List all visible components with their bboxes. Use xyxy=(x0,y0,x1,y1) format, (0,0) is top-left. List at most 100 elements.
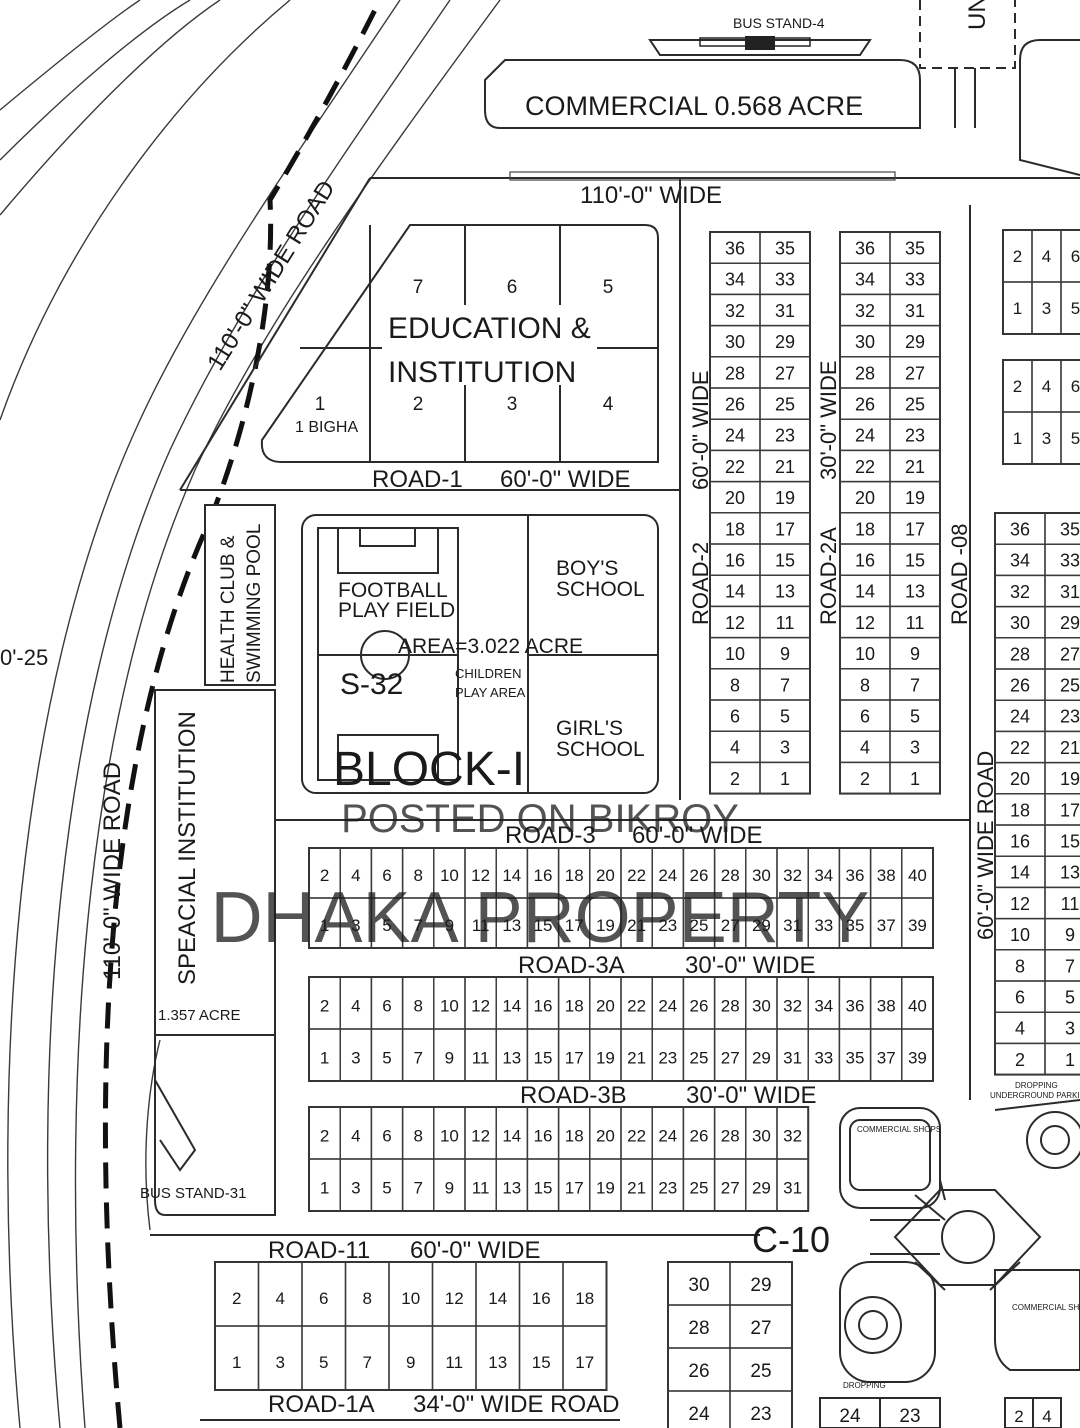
football-label-2: PLAY FIELD xyxy=(338,599,455,622)
plot-cell xyxy=(1060,411,1080,465)
plot-number: 29 xyxy=(1060,613,1080,633)
plot-number: 2 xyxy=(232,1289,241,1308)
health-club-label: HEALTH CLUB & xyxy=(218,535,239,683)
plot-number: 14 xyxy=(502,996,521,1015)
plot-number: 4 xyxy=(1015,1019,1025,1039)
plot-number: 4 xyxy=(351,996,360,1015)
plot-number: 32 xyxy=(725,301,745,321)
plot-number: 34 xyxy=(1010,551,1030,571)
plot-number: 23 xyxy=(658,1178,677,1197)
plot-number: 9 xyxy=(1065,925,1075,945)
boys-label-1: BOY'S xyxy=(556,557,618,580)
left-road-label: 110'-0" WIDE ROAD xyxy=(99,762,126,980)
plot-number: 17 xyxy=(565,916,584,935)
plot-number: 23 xyxy=(905,426,925,446)
plot-number: 36 xyxy=(855,238,875,258)
plot-number: 35 xyxy=(846,916,865,935)
plot-number: 8 xyxy=(413,996,422,1015)
plot-number: 33 xyxy=(905,270,925,290)
commercial-label: COMMERCIAL 0.568 ACRE xyxy=(525,91,863,121)
plot-number: 11 xyxy=(906,613,925,633)
un-label: UN xyxy=(964,0,991,30)
plot-number: 31 xyxy=(783,1048,802,1067)
plot-number: 23 xyxy=(899,1406,920,1427)
bus-stand-4-label: BUS STAND-4 xyxy=(733,15,825,31)
plot-number: 6 xyxy=(1071,377,1080,396)
plot-number: 3 xyxy=(351,1048,360,1067)
road-2-label: ROAD-2 xyxy=(688,542,713,625)
plot-number: 18 xyxy=(565,866,584,885)
plot-number: 2 xyxy=(320,1126,329,1145)
road-1-width: 60'-0" WIDE xyxy=(500,466,630,493)
plot-number: 4 xyxy=(1042,1407,1051,1426)
plot-number: 1 xyxy=(1013,429,1022,448)
plot-number: 22 xyxy=(627,866,646,885)
plot-number: 16 xyxy=(532,1289,551,1308)
special-area-label: 1.357 ACRE xyxy=(158,1007,241,1024)
row-plots: 2143658710912111413161518172019222124232… xyxy=(214,847,1062,1428)
plot-number: 40 xyxy=(908,866,927,885)
plot-number: 1 xyxy=(320,1178,329,1197)
plot-number: 7 xyxy=(910,675,920,695)
plot-number: 27 xyxy=(750,1318,771,1339)
plot-number: 29 xyxy=(775,332,795,352)
plot-number: 7 xyxy=(413,1048,422,1067)
plot-number: 25 xyxy=(1060,675,1080,695)
plot-number: 24 xyxy=(855,426,875,446)
road-1a-label: ROAD-1A xyxy=(268,1391,375,1418)
plot-number: 4 xyxy=(276,1289,285,1308)
plot-number: 23 xyxy=(750,1404,771,1425)
plot-number: 35 xyxy=(905,238,925,258)
plot-number: 9 xyxy=(445,1178,454,1197)
plot-number: 27 xyxy=(905,363,925,383)
plot-number: 36 xyxy=(725,238,745,258)
plot-number: 22 xyxy=(627,996,646,1015)
plot-number: 12 xyxy=(471,866,490,885)
plot-number: 9 xyxy=(910,644,920,664)
road-1: ROAD-1 60'-0" WIDE xyxy=(180,178,681,800)
plot-number: 6 xyxy=(860,706,870,726)
shops-label-2: COMMERCIAL SHOPS xyxy=(1012,1303,1080,1312)
plot-number: 16 xyxy=(725,550,745,570)
plot-number: 13 xyxy=(1060,863,1080,883)
plot-number: 30 xyxy=(752,1126,771,1145)
s32-label: S-32 xyxy=(340,668,403,701)
plot-number: 12 xyxy=(471,996,490,1015)
road-3-label: ROAD-3 xyxy=(505,822,596,849)
road-11-label: ROAD-11 xyxy=(268,1237,370,1264)
plot-number: 6 xyxy=(382,1126,391,1145)
plot-number: 28 xyxy=(721,1126,740,1145)
plot-number: 28 xyxy=(855,363,875,383)
plot-number: 30 xyxy=(1010,613,1030,633)
plot-number: 5 xyxy=(319,1353,328,1372)
plot-number: 24 xyxy=(1010,707,1030,727)
plot-number: 2 xyxy=(860,769,870,789)
plot-number: 5 xyxy=(382,1178,391,1197)
plot-number: 11 xyxy=(776,613,795,633)
plot-number: 19 xyxy=(596,916,615,935)
plot-number: 5 xyxy=(780,706,790,726)
plot-number: 32 xyxy=(783,996,802,1015)
plot-number: 14 xyxy=(855,582,875,602)
road-11-width: 60'-0" WIDE xyxy=(410,1237,540,1264)
plot-number: 27 xyxy=(775,363,795,383)
plot-number: 28 xyxy=(1010,644,1030,664)
plot-number: 25 xyxy=(690,1048,709,1067)
plot-number: 19 xyxy=(775,488,795,508)
plot-number: 3 xyxy=(1065,1019,1075,1039)
plot-number: 14 xyxy=(502,1126,521,1145)
plot-number: 8 xyxy=(413,1126,422,1145)
plot-number: 1 xyxy=(1065,1050,1075,1070)
road-2-width: 60'-0" WIDE xyxy=(688,370,713,490)
plot-number: 12 xyxy=(855,613,875,633)
plot-number: 3 xyxy=(910,738,920,758)
plot-number: 25 xyxy=(690,916,709,935)
plot-number: 26 xyxy=(690,996,709,1015)
plot-number: 6 xyxy=(382,866,391,885)
plot-number: 15 xyxy=(534,1048,553,1067)
plot-number: 3 xyxy=(351,1178,360,1197)
plot-number: 18 xyxy=(565,1126,584,1145)
plot-number: 31 xyxy=(775,301,795,321)
plot-number: 24 xyxy=(725,426,745,446)
